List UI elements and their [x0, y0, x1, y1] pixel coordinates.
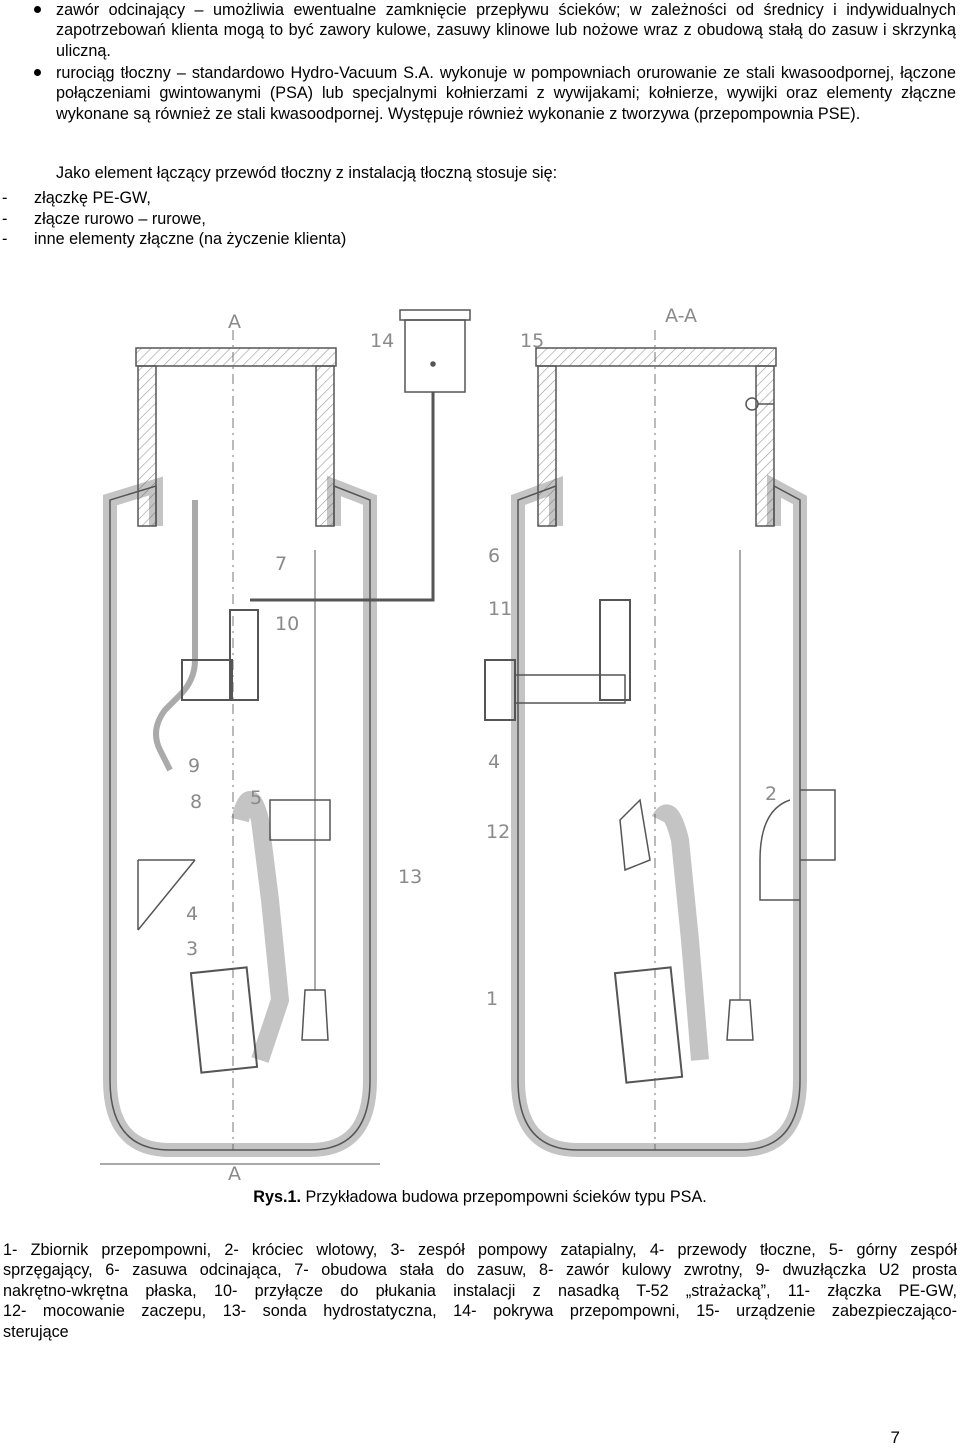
- figure-legend: 1- Zbiornik przepompowni, 2- króciec wlo…: [3, 1240, 957, 1342]
- label-4-right: 4: [488, 751, 500, 773]
- section-mark-a-bottom: A: [228, 1163, 241, 1180]
- label-12: 12: [486, 821, 510, 843]
- bullet-pressure-pipeline: rurociąg tłoczny – standardowo Hydro-Vac…: [34, 64, 956, 123]
- right-pump-unit: [613, 966, 684, 1084]
- pump-station-drawing-svg: A A A-A 14 15 7 10 9 8 5 13 4 3 6 11 4 1…: [100, 305, 836, 1180]
- right-guide-pipe: [651, 804, 709, 1061]
- list-dash: -: [2, 189, 8, 207]
- right-hydrostatic-probe: [726, 999, 754, 1041]
- right-tank-riser-wall-left: [537, 365, 557, 527]
- left-discharge-pipe: [153, 500, 198, 772]
- label-8: 8: [190, 791, 202, 813]
- label-1: 1: [486, 988, 498, 1010]
- control-box: [250, 309, 471, 602]
- label-3: 3: [186, 938, 198, 960]
- right-outlet-pipe: [514, 674, 626, 704]
- left-tank-top-flange: [135, 347, 337, 367]
- label-14: 14: [370, 330, 394, 352]
- intro-paragraph: Jako element łączący przewód tłoczny z i…: [56, 164, 558, 182]
- right-tank: [484, 330, 836, 1157]
- label-5: 5: [250, 787, 262, 809]
- bullet-shutoff-valve: zawór odcinający – umożliwia ewentualne …: [34, 1, 956, 60]
- right-inlet-stub: [759, 789, 836, 901]
- legend-line: sterujące: [3, 1322, 69, 1341]
- left-valve-body: [229, 609, 259, 701]
- right-pe-gw-fitting: [484, 659, 516, 721]
- left-coupling-plate: [269, 799, 331, 841]
- figure-title: Przykładowa budowa przepompowni ścieków …: [300, 1188, 707, 1206]
- legend-line: nakrętno-wkrętna płaska, 10- przyłącze d…: [3, 1281, 957, 1300]
- section-mark-a-top: A: [228, 311, 241, 333]
- list-item-text: złącze rurowo – rurowe,: [34, 210, 206, 228]
- figure-number: Rys.1.: [253, 1188, 301, 1206]
- label-11: 11: [488, 598, 512, 620]
- list-item-text: inne elementy złączne (na życzenie klien…: [34, 230, 347, 248]
- legend-line: sprzęgający, 6- zasuwa odcinająca, 7- ob…: [3, 1261, 957, 1280]
- label-2: 2: [765, 783, 777, 805]
- left-pump-unit: [189, 966, 259, 1074]
- control-box-lid: [399, 309, 471, 321]
- label-13: 13: [398, 866, 422, 888]
- technical-drawing: A A A-A 14 15 7 10 9 8 5 13 4 3 6 11 4 1…: [100, 300, 860, 1180]
- list-dash: -: [2, 230, 8, 248]
- left-tank-shell: [109, 484, 371, 1151]
- drawing-labels: A A A-A 14 15 7 10 9 8 5 13 4 3 6 11 4 1…: [186, 305, 777, 1180]
- right-tank-shell: [517, 484, 801, 1151]
- legend-line: 12- mocowanie zaczepu, 13- sonda hydrost…: [3, 1302, 957, 1321]
- section-mark-aa: A-A: [665, 305, 697, 327]
- legend-line: 1- Zbiornik przepompowni, 2- króciec wlo…: [3, 1241, 957, 1259]
- right-tank-top-flange: [535, 347, 777, 367]
- control-box-point: [430, 361, 436, 367]
- left-tank-riser-wall-right: [315, 365, 335, 527]
- label-10: 10: [275, 613, 299, 635]
- label-15: 15: [520, 330, 544, 352]
- label-6: 6: [488, 545, 500, 567]
- control-box-body: [404, 319, 466, 393]
- left-bracket: [137, 859, 196, 931]
- list-dash: -: [2, 210, 8, 228]
- label-9: 9: [188, 755, 200, 777]
- right-tank-riser-wall-right: [755, 365, 775, 527]
- left-tank: [100, 330, 380, 1165]
- left-tank-riser-wall-left: [137, 365, 157, 527]
- left-guide-pipe: [231, 791, 290, 1063]
- page-number: 7: [890, 1428, 900, 1447]
- figure-caption: Rys.1. Przykładowa budowa przepompowni ś…: [0, 1187, 960, 1207]
- left-check-valve: [181, 659, 233, 701]
- left-hydrostatic-probe: [301, 989, 329, 1041]
- right-valve-body: [599, 599, 631, 701]
- label-4-left: 4: [186, 903, 198, 925]
- label-7: 7: [275, 553, 287, 575]
- control-box-conduit: [250, 595, 435, 602]
- list-item-text: złączkę PE-GW,: [34, 189, 151, 207]
- right-hook-mount: [619, 798, 651, 872]
